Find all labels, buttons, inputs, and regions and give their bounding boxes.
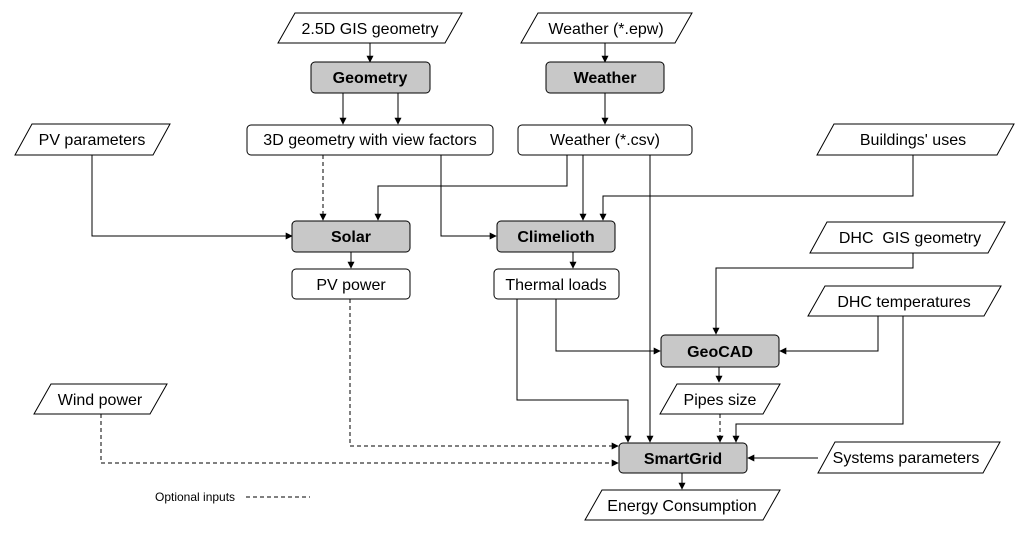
tool-geocad: GeoCAD [660, 334, 780, 368]
edge-dhc-temp-to-geocad [779, 316, 879, 355]
input-weather-epw-label: Weather (*.epw) [548, 21, 663, 38]
tool-solar-label: Solar [331, 229, 371, 246]
input-wind-power-label: Wind power [58, 392, 143, 409]
legend-optional-inputs: Optional inputs [155, 490, 235, 504]
input-gis-geometry-label: 2.5D GIS geometry [302, 21, 439, 38]
edge-wind-to-smartgrid [100, 414, 619, 467]
tool-geocad-label: GeoCAD [687, 344, 753, 361]
data-pv-power: PV power [291, 268, 411, 300]
tool-geometry-label: Geometry [333, 70, 408, 87]
edge-3d-to-climelioth [440, 155, 497, 240]
tool-geometry: Geometry [310, 61, 431, 94]
output-pipes-size-label: Pipes size [684, 392, 757, 409]
input-weather-epw: Weather (*.epw) [520, 12, 693, 44]
tool-smartgrid: SmartGrid [618, 442, 748, 474]
input-pv-parameters: PV parameters [14, 123, 171, 156]
output-energy-consumption: Energy Consumption [584, 489, 781, 521]
tool-climelioth-label: Climelioth [517, 229, 594, 246]
tool-smartgrid-label: SmartGrid [644, 451, 722, 468]
data-3d-geometry: 3D geometry with view factors [246, 124, 494, 156]
data-3d-geometry-label: 3D geometry with view factors [263, 132, 476, 149]
output-energy-consumption-label: Energy Consumption [607, 498, 756, 515]
data-weather-csv: Weather (*.csv) [517, 124, 693, 156]
data-thermal-loads: Thermal loads [493, 268, 620, 300]
edges [91, 43, 914, 498]
input-gis-geometry: 2.5D GIS geometry [277, 12, 463, 44]
input-dhc-gis-geometry-label: DHC GIS geometry [839, 230, 981, 247]
tool-weather: Weather [545, 61, 665, 94]
input-wind-power: Wind power [33, 383, 168, 415]
input-systems-parameters: Systems parameters [817, 441, 1001, 474]
input-dhc-temperatures: DHC temperatures [807, 285, 1002, 317]
tool-climelioth: Climelioth [496, 220, 616, 253]
input-dhc-temperatures-label: DHC temperatures [837, 294, 970, 311]
edge-pv-power-to-smartgrid [349, 299, 619, 450]
edge-dhc-gis-to-geocad [712, 253, 914, 335]
tool-solar: Solar [291, 220, 411, 253]
data-thermal-loads-label: Thermal loads [505, 277, 606, 294]
input-systems-parameters-label: Systems parameters [833, 450, 980, 467]
tool-weather-label: Weather [574, 70, 637, 87]
edge-thermal-to-smartgrid [516, 299, 632, 443]
input-pv-parameters-label: PV parameters [39, 132, 146, 149]
edge-thermal-to-geocad [555, 299, 661, 355]
input-dhc-gis-geometry: DHC GIS geometry [809, 221, 1006, 254]
edge-dhc-temp-to-smartgrid [732, 316, 904, 443]
output-pipes-size: Pipes size [659, 383, 781, 415]
input-buildings-uses: Buildings' uses [816, 123, 1015, 156]
data-weather-csv-label: Weather (*.csv) [550, 132, 660, 149]
data-pv-power-label: PV power [316, 277, 386, 294]
edge-uses-to-climelioth [599, 155, 914, 221]
edge-pv-params-to-solar [91, 155, 293, 240]
edge-csv-to-solar [374, 155, 568, 221]
input-buildings-uses-label: Buildings' uses [860, 132, 966, 149]
